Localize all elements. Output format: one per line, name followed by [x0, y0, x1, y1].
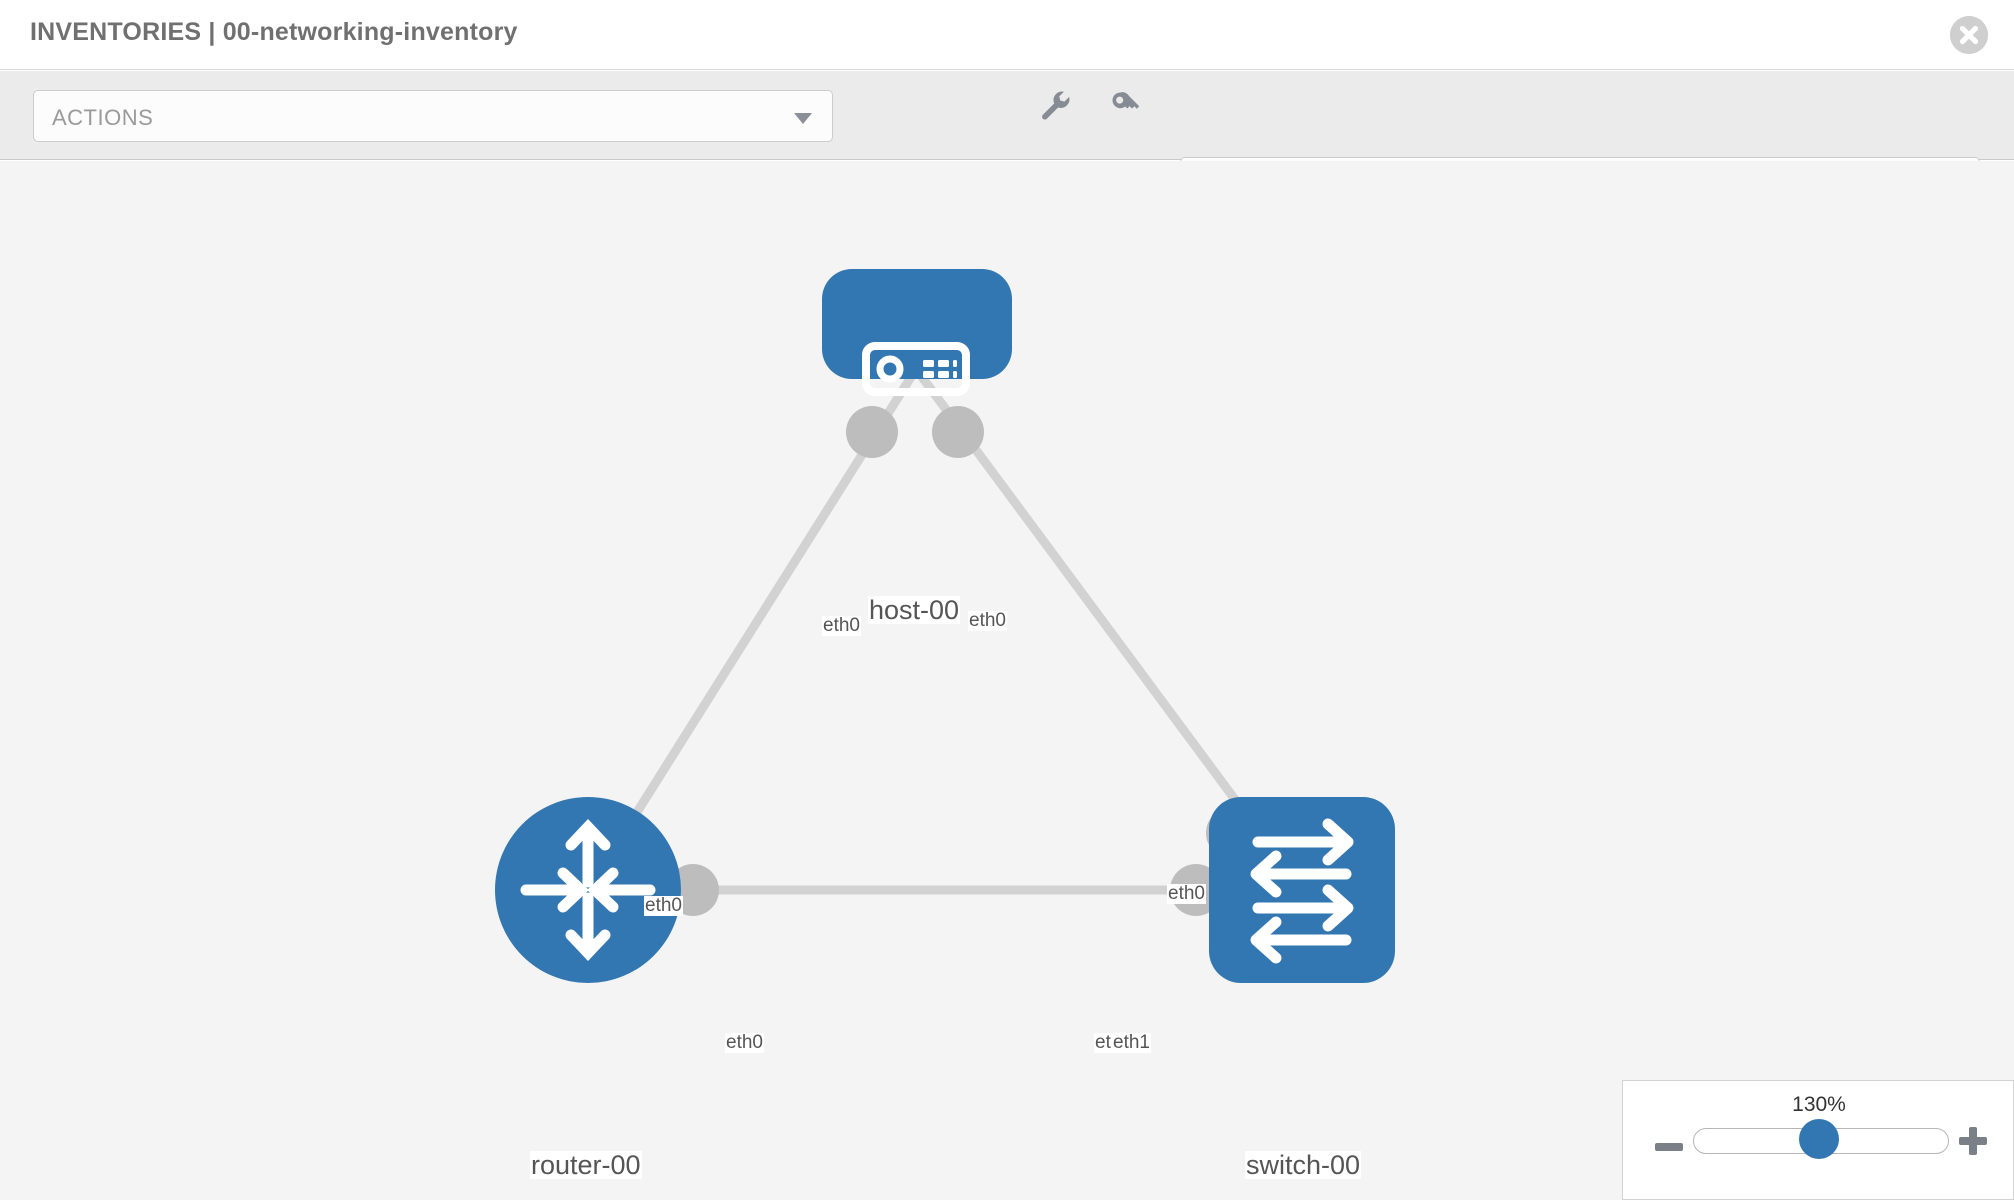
- actions-dropdown[interactable]: ACTIONS: [33, 90, 833, 142]
- iface-label-host-eth0-right: eth0: [968, 610, 1007, 631]
- node-switch-00[interactable]: [1209, 797, 1395, 983]
- switch-arrows-icon: [1250, 818, 1354, 964]
- zoom-in-button[interactable]: [1959, 1127, 1987, 1157]
- actions-dropdown-label: ACTIONS: [52, 105, 154, 130]
- key-icon[interactable]: [1108, 88, 1142, 122]
- wrench-icon[interactable]: [1038, 88, 1072, 122]
- node-host-00[interactable]: [822, 269, 1012, 396]
- node-label-host-00: host-00: [868, 595, 961, 625]
- toolbar-icon-group: [1038, 88, 1142, 122]
- zoom-out-button[interactable]: [1655, 1127, 1683, 1153]
- iface-label-router-eth0-trunk: eth0: [725, 1032, 764, 1053]
- page-title: INVENTORIES | 00-networking-inventory: [30, 18, 518, 46]
- topology-graph: [495, 269, 1395, 983]
- router-arrows-icon: [520, 818, 656, 962]
- zoom-control-panel: 130%: [1622, 1080, 2014, 1200]
- iface-label-host-eth0-left: eth0: [822, 615, 861, 636]
- page-header: INVENTORIES | 00-networking-inventory: [0, 0, 2014, 70]
- iface-label-router-eth0-uplink: eth0: [644, 895, 683, 916]
- zoom-slider-thumb[interactable]: [1799, 1119, 1839, 1159]
- node-label-router-00: router-00: [530, 1150, 642, 1180]
- iface-label-switch-eth1-trunk: eth1: [1112, 1032, 1151, 1053]
- zoom-percent-label: 130%: [1792, 1093, 1846, 1116]
- connector-host-eth0-right[interactable]: [932, 406, 984, 458]
- chevron-down-icon: [794, 113, 812, 124]
- node-label-switch-00: switch-00: [1245, 1150, 1362, 1180]
- connector-host-eth0-left[interactable]: [846, 406, 898, 458]
- toolbar: ACTIONS SEARCH: [0, 71, 2014, 209]
- close-icon[interactable]: [1950, 16, 1988, 54]
- server-device-icon: [862, 342, 970, 396]
- iface-label-switch-eth0-uplink: eth0: [1167, 883, 1206, 904]
- node-router-00[interactable]: [495, 797, 681, 983]
- link-host-router[interactable]: [584, 366, 920, 893]
- topology-canvas[interactable]: eth0 eth0 eth0 eth0 eth0 eth0 eth1 host-…: [0, 161, 2014, 1200]
